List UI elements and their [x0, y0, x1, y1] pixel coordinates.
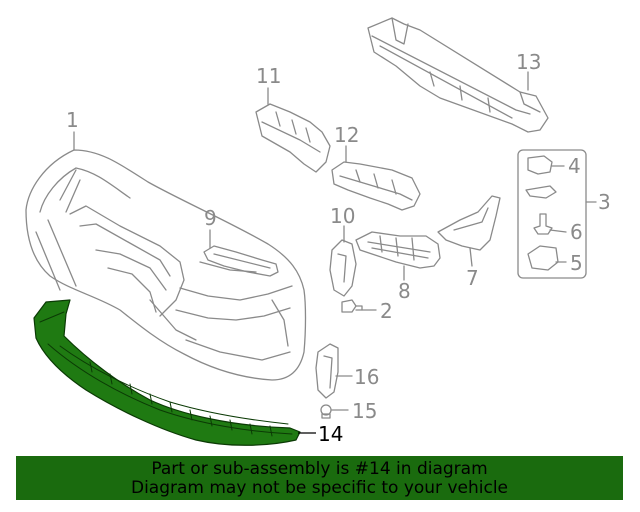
- callout-15: 15: [352, 399, 378, 423]
- part-11-upper-bracket[interactable]: [255, 103, 331, 173]
- part-10-side-guide[interactable]: [329, 239, 357, 297]
- part-8-grille-insert[interactable]: [355, 231, 441, 269]
- callout-16: 16: [354, 365, 380, 389]
- callout-1: 1: [66, 108, 79, 132]
- part-15-push-clip[interactable]: [320, 404, 332, 419]
- callout-2: 2: [380, 299, 393, 323]
- banner-line-1: Part or sub-assembly is #14 in diagram: [151, 459, 488, 479]
- part-2-bolt[interactable]: [341, 299, 363, 313]
- callout-13: 13: [516, 50, 542, 74]
- callout-10: 10: [330, 204, 356, 228]
- part-7-corner-bracket[interactable]: [437, 195, 501, 251]
- callout-4: 4: [568, 154, 581, 178]
- part-1-bumper-cover[interactable]: [25, 149, 307, 381]
- callout-11: 11: [256, 64, 282, 88]
- part-16-lower-bracket[interactable]: [315, 343, 339, 399]
- callout-14: 14: [318, 422, 344, 446]
- part-5-retainer: [527, 245, 559, 271]
- banner-line-2: Diagram may not be specific to your vehi…: [130, 478, 508, 498]
- callout-9: 9: [204, 206, 217, 230]
- leader-6: [549, 229, 567, 233]
- callout-12: 12: [334, 123, 360, 147]
- part-9-mounting-bracket[interactable]: [203, 245, 279, 277]
- part-14-lower-spoiler[interactable]: [33, 299, 301, 446]
- kit-strip: [525, 185, 557, 199]
- callout-5: 5: [570, 251, 583, 275]
- part-3-hardware-kit[interactable]: [517, 149, 587, 279]
- leader-7: [469, 247, 473, 267]
- callout-8: 8: [398, 279, 411, 303]
- callout-7: 7: [466, 266, 479, 290]
- part-4-clip: [527, 155, 553, 175]
- callout-6: 6: [570, 220, 583, 244]
- callout-3: 3: [598, 190, 611, 214]
- info-banner: Part or sub-assembly is #14 in diagram D…: [16, 456, 623, 500]
- part-13-reinforcement-beam[interactable]: [367, 17, 549, 133]
- part-12-side-bracket[interactable]: [331, 161, 421, 211]
- part-6-screw: [533, 213, 553, 235]
